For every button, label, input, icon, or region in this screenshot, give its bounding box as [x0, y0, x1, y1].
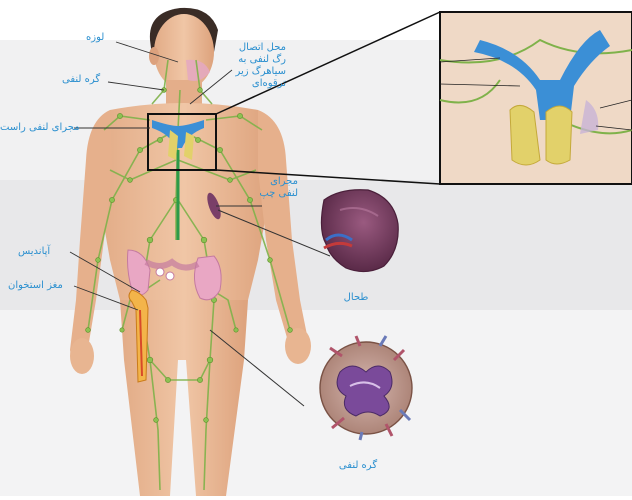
label-spleen: طحال	[334, 292, 378, 304]
label-left-duct-line: مجرای	[250, 176, 298, 188]
label-appendix: آپاندیس	[18, 246, 50, 258]
label-lymph-node-lower: گره لنفی	[330, 460, 386, 472]
label-bone-marrow: مغز استخوان	[8, 280, 63, 292]
label-lymph-node-upper: گره لنفی	[62, 74, 100, 86]
label-tonsil: لوزه	[86, 32, 104, 44]
label-left-duct-line: لنفی چپ	[250, 188, 298, 200]
label-junction-line: سیاهرگ زیر	[226, 66, 286, 78]
label-junction-line: ترقوه‌ای	[226, 78, 286, 90]
label-junction-line: محل اتصال	[226, 42, 286, 54]
label-junction: محل اتصال رگ لنفی به سیاهرگ زیر ترقوه‌ای	[226, 42, 286, 90]
zoom-panel	[440, 12, 632, 184]
label-right-lymph-duct: مجرای لنفی راست	[0, 122, 80, 134]
label-junction-line: رگ لنفی به	[226, 54, 286, 66]
label-left-lymph-duct: مجرای لنفی چپ	[250, 176, 298, 200]
